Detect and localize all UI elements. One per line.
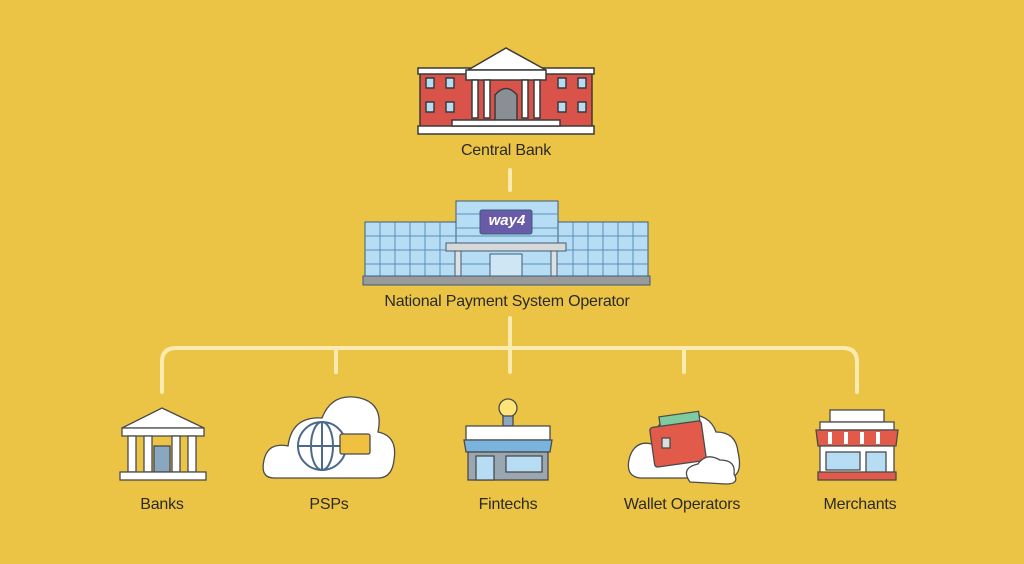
- store-lightbulb-icon: [463, 398, 553, 481]
- participant-label-merchants: Merchants: [823, 496, 897, 513]
- operator-building-icon: [362, 200, 651, 286]
- bank-icon: [119, 407, 207, 481]
- participant-label-fintechs: Fintechs: [478, 496, 538, 513]
- cloud-globe-card-icon: [262, 396, 396, 479]
- central-bank-label: Central Bank: [460, 142, 552, 159]
- participant-label-wallet-operators: Wallet Operators: [623, 496, 741, 513]
- shop-awning-icon: [815, 409, 899, 481]
- cloud-wallet-icon: [627, 410, 741, 485]
- participant-label-psps: PSPs: [309, 496, 349, 513]
- way4-logo: [479, 209, 533, 235]
- way4-logo-text: way4: [488, 212, 526, 229]
- participant-label-banks: Banks: [140, 496, 184, 513]
- connectors: [160, 168, 859, 394]
- operator-label: National Payment System Operator: [384, 293, 630, 310]
- central-bank-icon: [417, 47, 595, 135]
